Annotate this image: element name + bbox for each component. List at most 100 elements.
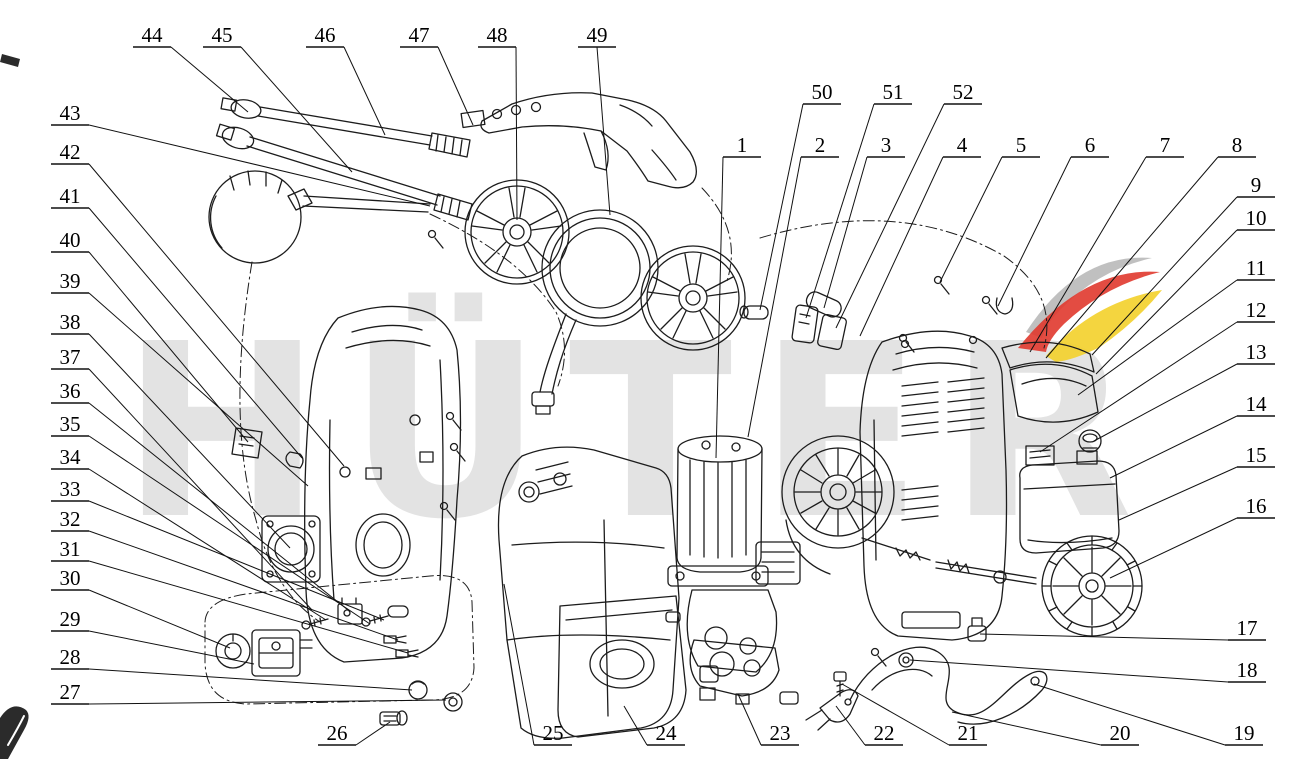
callout-leader-51 bbox=[805, 103, 875, 319]
callout-number-17: 17 bbox=[1237, 616, 1258, 640]
callout-leader-2 bbox=[747, 156, 802, 438]
callout-number-51: 51 bbox=[883, 80, 904, 104]
callout-leader-16 bbox=[1109, 517, 1238, 579]
callout-leader-41 bbox=[88, 207, 303, 459]
callout-leader-45 bbox=[240, 46, 353, 173]
callout-leader-42 bbox=[88, 163, 345, 467]
callout-number-20: 20 bbox=[1110, 721, 1131, 745]
callout-leader-50 bbox=[759, 103, 804, 311]
callout-number-35: 35 bbox=[60, 412, 81, 436]
switch-assembly bbox=[215, 629, 313, 677]
callout-number-28: 28 bbox=[60, 645, 81, 669]
callout-leader-18 bbox=[909, 659, 1229, 683]
callout-number-50: 50 bbox=[812, 80, 833, 104]
callout-leader-5 bbox=[939, 156, 1003, 283]
rear-housing-left bbox=[304, 305, 462, 663]
callout-number-24: 24 bbox=[656, 721, 678, 745]
callout-number-32: 32 bbox=[60, 507, 81, 531]
callout-number-45: 45 bbox=[212, 23, 233, 47]
callout-number-25: 25 bbox=[543, 721, 564, 745]
watermark-text: HÜTER bbox=[121, 291, 1159, 572]
callout-number-38: 38 bbox=[60, 310, 81, 334]
callout-leader-26 bbox=[355, 721, 391, 746]
callout-number-14: 14 bbox=[1246, 392, 1268, 416]
callout-leader-46 bbox=[343, 46, 386, 136]
callout-leader-31 bbox=[88, 560, 409, 654]
motor-pump-unit bbox=[667, 435, 801, 683]
callout-leader-48 bbox=[515, 46, 518, 221]
callout-leader-25 bbox=[503, 583, 535, 746]
callout-number-41: 41 bbox=[60, 184, 81, 208]
callout-number-48: 48 bbox=[487, 23, 508, 47]
callout-leader-11 bbox=[1077, 279, 1238, 396]
callout-leader-36 bbox=[88, 402, 349, 611]
callout-number-23: 23 bbox=[770, 721, 791, 745]
callout-number-44: 44 bbox=[142, 23, 164, 47]
callout-leader-39 bbox=[88, 292, 309, 487]
fan-impeller bbox=[781, 435, 931, 575]
foam-nozzle bbox=[208, 170, 431, 264]
callout-leader-19 bbox=[1033, 683, 1226, 746]
coupler bbox=[739, 305, 769, 320]
cord-hooks bbox=[833, 617, 987, 697]
spray-gun bbox=[460, 92, 697, 189]
callout-leader-20 bbox=[951, 711, 1102, 746]
callout-number-40: 40 bbox=[60, 228, 81, 252]
callout-number-46: 46 bbox=[315, 23, 336, 47]
callout-leader-6 bbox=[997, 156, 1072, 307]
callout-leader-38 bbox=[88, 333, 291, 549]
callout-leader-8 bbox=[1045, 156, 1219, 359]
callout-number-7: 7 bbox=[1160, 133, 1171, 157]
power-plug bbox=[805, 689, 859, 731]
callout-leader-35 bbox=[88, 435, 371, 625]
screw-terminal-set bbox=[301, 605, 419, 658]
callout-number-26: 26 bbox=[327, 721, 348, 745]
callout-number-30: 30 bbox=[60, 566, 81, 590]
callout-number-47: 47 bbox=[409, 23, 430, 47]
lance-long bbox=[220, 97, 471, 158]
callout-leader-12 bbox=[1039, 321, 1238, 453]
callout-leader-29 bbox=[88, 630, 255, 665]
callout-leader-52 bbox=[835, 103, 945, 329]
callout-leader-14 bbox=[1109, 415, 1238, 479]
callout-leader-47 bbox=[437, 46, 474, 126]
mount-bracket-small bbox=[231, 427, 304, 469]
callout-leader-3 bbox=[823, 156, 868, 309]
tank-cap bbox=[1078, 429, 1102, 453]
callout-leader-43 bbox=[88, 124, 431, 207]
watermark-swoosh-red bbox=[1018, 271, 1160, 352]
callout-leader-49 bbox=[596, 46, 611, 216]
callout-leader-22 bbox=[835, 705, 866, 746]
hose-reel-disc-right bbox=[640, 245, 746, 351]
callout-leader-1 bbox=[715, 156, 724, 459]
callout-number-12: 12 bbox=[1246, 298, 1267, 322]
rubber-caps bbox=[408, 680, 463, 712]
callout-number-4: 4 bbox=[957, 133, 968, 157]
front-housing bbox=[497, 446, 680, 739]
edge-mark-top bbox=[0, 54, 20, 67]
callout-number-27: 27 bbox=[60, 680, 81, 704]
callout-leader-28 bbox=[88, 668, 413, 691]
callout-number-42: 42 bbox=[60, 140, 81, 164]
callout-leader-37 bbox=[88, 368, 313, 611]
callout-leader-9 bbox=[1091, 196, 1238, 356]
callout-number-1: 1 bbox=[737, 133, 748, 157]
brand-watermark: HÜTER bbox=[121, 257, 1162, 572]
assembly-guides bbox=[204, 187, 1048, 705]
callout-number-6: 6 bbox=[1085, 133, 1096, 157]
callout-leader-40 bbox=[88, 251, 249, 443]
wheel bbox=[1041, 535, 1143, 637]
callout-leader-23 bbox=[737, 693, 762, 746]
callout-number-2: 2 bbox=[815, 133, 826, 157]
callout-number-29: 29 bbox=[60, 607, 81, 631]
callout-number-39: 39 bbox=[60, 269, 81, 293]
callout-number-16: 16 bbox=[1246, 494, 1267, 518]
inlet-connector bbox=[379, 710, 408, 726]
pump-manifold bbox=[665, 611, 799, 705]
callout-number-11: 11 bbox=[1246, 256, 1266, 280]
callout-number-19: 19 bbox=[1234, 721, 1255, 745]
callout-number-37: 37 bbox=[60, 345, 81, 369]
power-cord bbox=[849, 646, 1048, 725]
callout-number-21: 21 bbox=[958, 721, 979, 745]
